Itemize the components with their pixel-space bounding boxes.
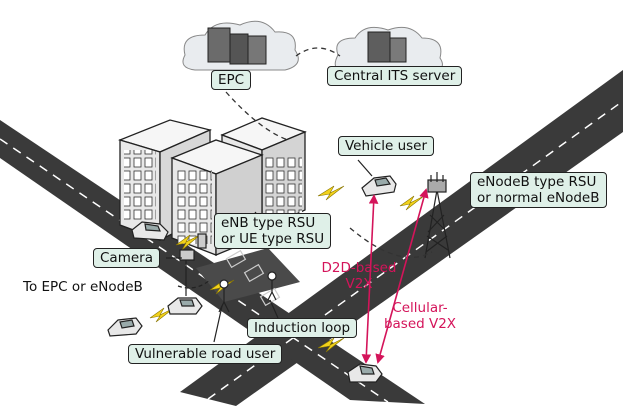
enodeb-rsu-line2: or normal eNodeB xyxy=(477,190,600,206)
car-left xyxy=(131,221,169,241)
cellular-line2: based V2X xyxy=(383,316,457,332)
epc-ground-link xyxy=(225,91,289,141)
epc-label: EPC xyxy=(211,70,252,90)
enodeb-rsu-label: eNodeB type RSU or normal eNodeB xyxy=(470,172,607,208)
pedestrian-2 xyxy=(267,271,277,301)
induction-loop-label: Induction loop xyxy=(247,318,358,338)
pedestrians xyxy=(218,271,277,313)
central-its-server-label: Central ITS server xyxy=(327,66,463,86)
vehicles xyxy=(107,175,397,383)
to-epc-label: To EPC or eNodeB xyxy=(23,279,143,295)
induction-loop-markings xyxy=(225,249,281,307)
d2d-line1: D2D-based xyxy=(321,260,397,276)
enodeb-rsu-line1: eNodeB type RSU xyxy=(477,174,597,190)
vulnerable-road-user-label: Vulnerable road user xyxy=(128,344,283,364)
camera-label: Camera xyxy=(93,248,160,268)
car-top xyxy=(361,175,397,197)
enb-rsu-line1: eNB type RSU xyxy=(221,215,316,231)
car-mid xyxy=(167,297,203,315)
d2d-line2: V2X xyxy=(345,276,373,292)
v2x-links xyxy=(361,188,429,364)
epc-its-link xyxy=(295,47,341,57)
car-bottom xyxy=(347,363,383,383)
enb-rsu-label: eNB type RSU or UE type RSU xyxy=(214,213,332,249)
d2d-v2x-label: D2D-based V2X xyxy=(318,260,400,292)
cellular-line1: Cellular- xyxy=(392,300,448,316)
epc-cloud xyxy=(182,20,299,71)
d2d-link xyxy=(361,194,379,364)
enb-rsu-line2: or UE type RSU xyxy=(221,231,325,247)
car-far-left xyxy=(107,317,143,337)
pedestrian-1 xyxy=(218,279,230,313)
cellular-link xyxy=(375,188,429,364)
vehicle-user-label: Vehicle user xyxy=(338,136,435,156)
camera-pole xyxy=(179,233,207,296)
its-cloud xyxy=(334,26,443,73)
cellular-v2x-label: Cellular- based V2X xyxy=(378,300,462,332)
